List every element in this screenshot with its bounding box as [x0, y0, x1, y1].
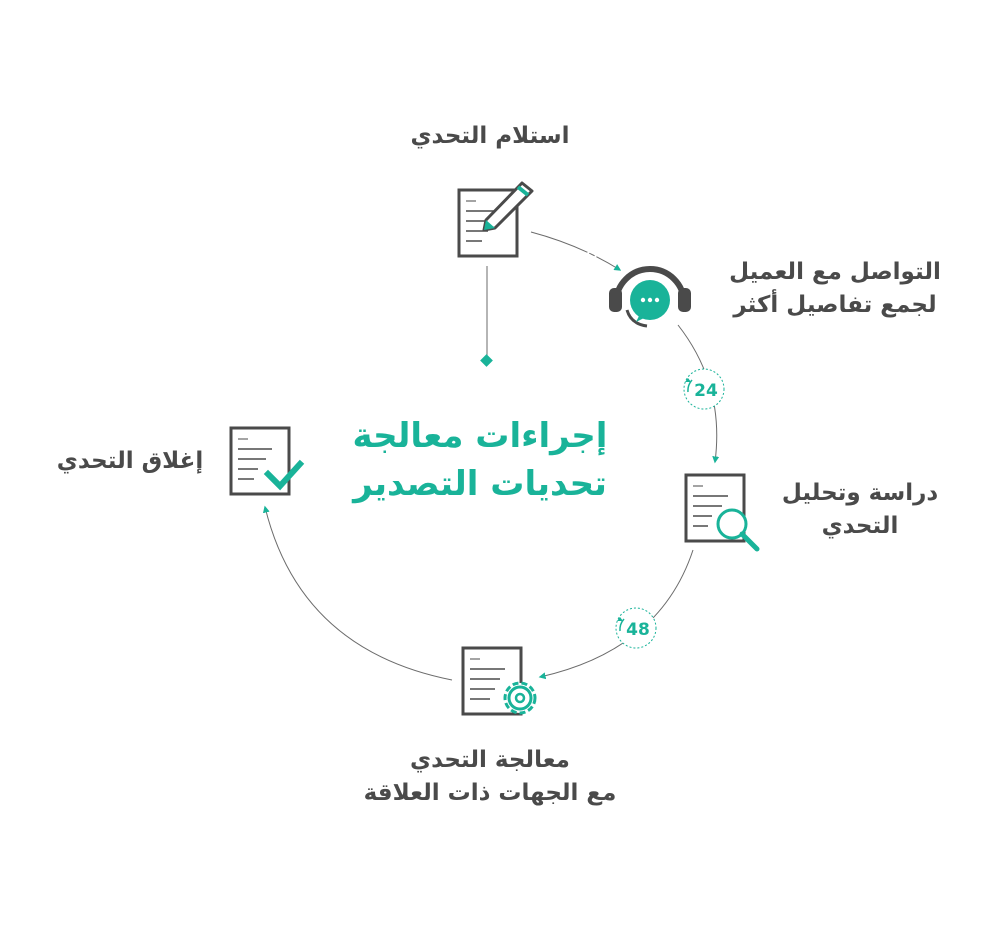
timer-badge-48: 48: [615, 607, 657, 649]
connector-arrow-4: [262, 505, 453, 681]
document-check-icon: [229, 426, 305, 496]
step-label-analyze: دراسة وتحليل التحدي: [760, 477, 960, 543]
timer-icon: [619, 618, 625, 632]
step-label-close: إغلاق التحدي: [30, 445, 230, 478]
connector-arrow-1: [530, 231, 622, 271]
step-label-contact: التواصل مع العميل لجمع تفاصيل أكثر: [705, 256, 965, 322]
timer-value-48: 48: [626, 620, 650, 640]
step-label-process-line1: معالجة التحدي: [410, 747, 570, 773]
document-pencil-icon: [457, 181, 534, 258]
step-label-contact-line2: لجمع تفاصيل أكثر: [733, 292, 937, 318]
timer-badge-24: 24: [683, 368, 725, 410]
step-label-contact-line1: التواصل مع العميل: [729, 259, 941, 285]
center-title-line2: تحديات التصدير: [353, 464, 607, 504]
timer-icon: [687, 379, 693, 393]
connector-arrow-3: [538, 549, 694, 680]
center-title: إجراءات معالجة تحديات التصدير: [300, 412, 660, 508]
step-label-close-line1: إغلاق التحدي: [56, 448, 204, 474]
step-label-process: معالجة التحدي مع الجهات ذات العلاقة: [330, 744, 650, 810]
center-connector-diamond: [480, 354, 493, 367]
step-label-analyze-line1: دراسة وتحليل: [781, 480, 939, 506]
headset-chat-icon: [609, 266, 691, 328]
step-label-receive-line1: استلام التحدي: [410, 123, 570, 149]
step-label-receive: استلام التحدي: [340, 120, 640, 153]
timer-value-24: 24: [694, 381, 718, 401]
step-label-process-line2: مع الجهات ذات العلاقة: [363, 780, 617, 806]
document-magnifier-icon: [684, 473, 760, 552]
step-label-analyze-line2: التحدي: [821, 513, 899, 539]
center-title-line1: إجراءات معالجة: [352, 416, 608, 456]
document-gear-icon: [461, 646, 537, 716]
